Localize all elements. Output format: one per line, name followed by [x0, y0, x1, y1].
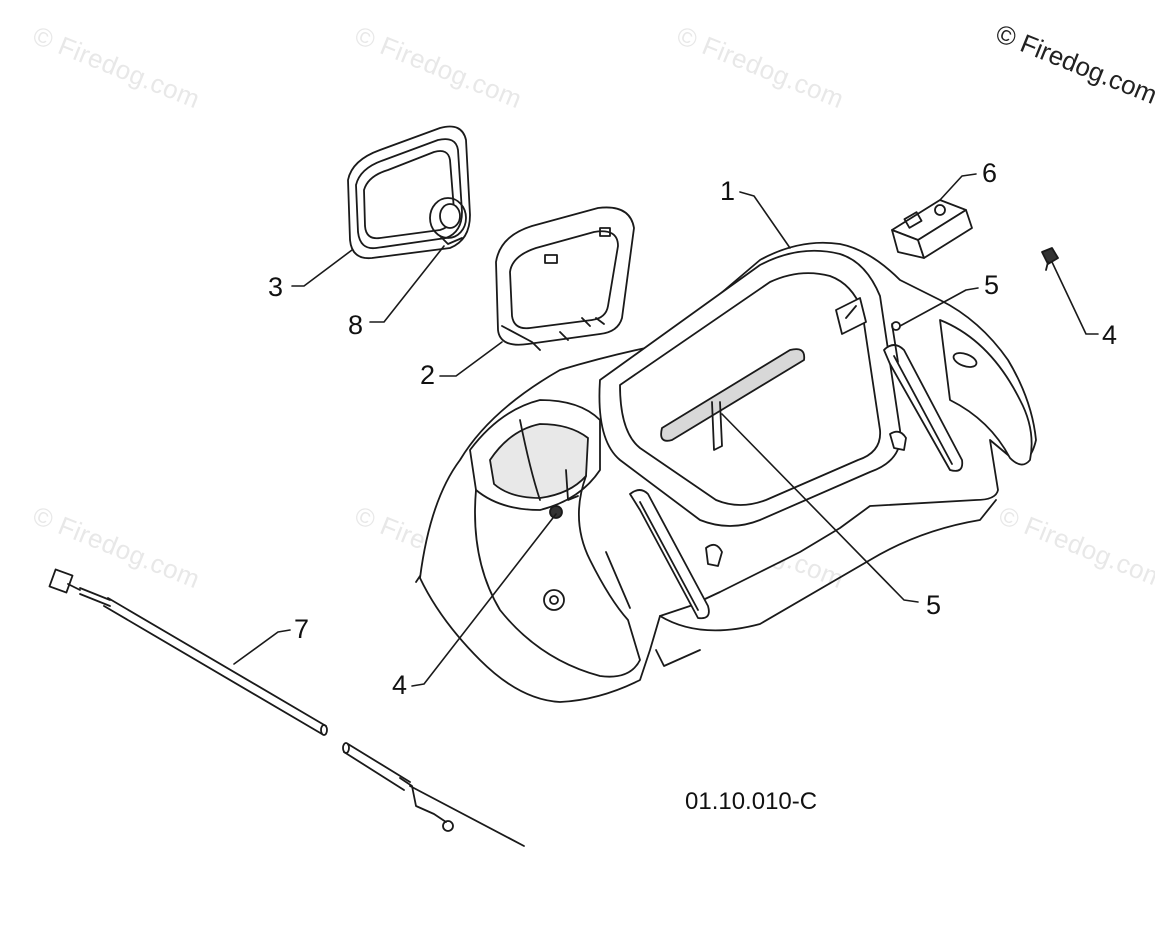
diagram-reference-code: 01.10.010-C [685, 788, 818, 815]
screw [1041, 247, 1059, 271]
callout-part-2: 2 [420, 360, 436, 390]
leader-lines [233, 173, 1099, 687]
switch [891, 199, 973, 259]
callout-part-5-bottom: 5 [926, 590, 942, 620]
callout-part-6: 6 [982, 158, 998, 188]
callout-part-8: 8 [348, 310, 364, 340]
callout-part-1: 1 [720, 176, 736, 206]
callout-part-4-right: 4 [1102, 320, 1118, 350]
callout-part-5-top: 5 [984, 270, 1000, 300]
headlight-housing [347, 125, 471, 260]
callout-part-3: 3 [268, 272, 284, 302]
hood-body [415, 241, 1037, 703]
callout-part-4-left: 4 [392, 670, 408, 700]
headlight-bezel [495, 206, 635, 351]
callout-part-7: 7 [294, 614, 310, 644]
cable [48, 568, 525, 847]
